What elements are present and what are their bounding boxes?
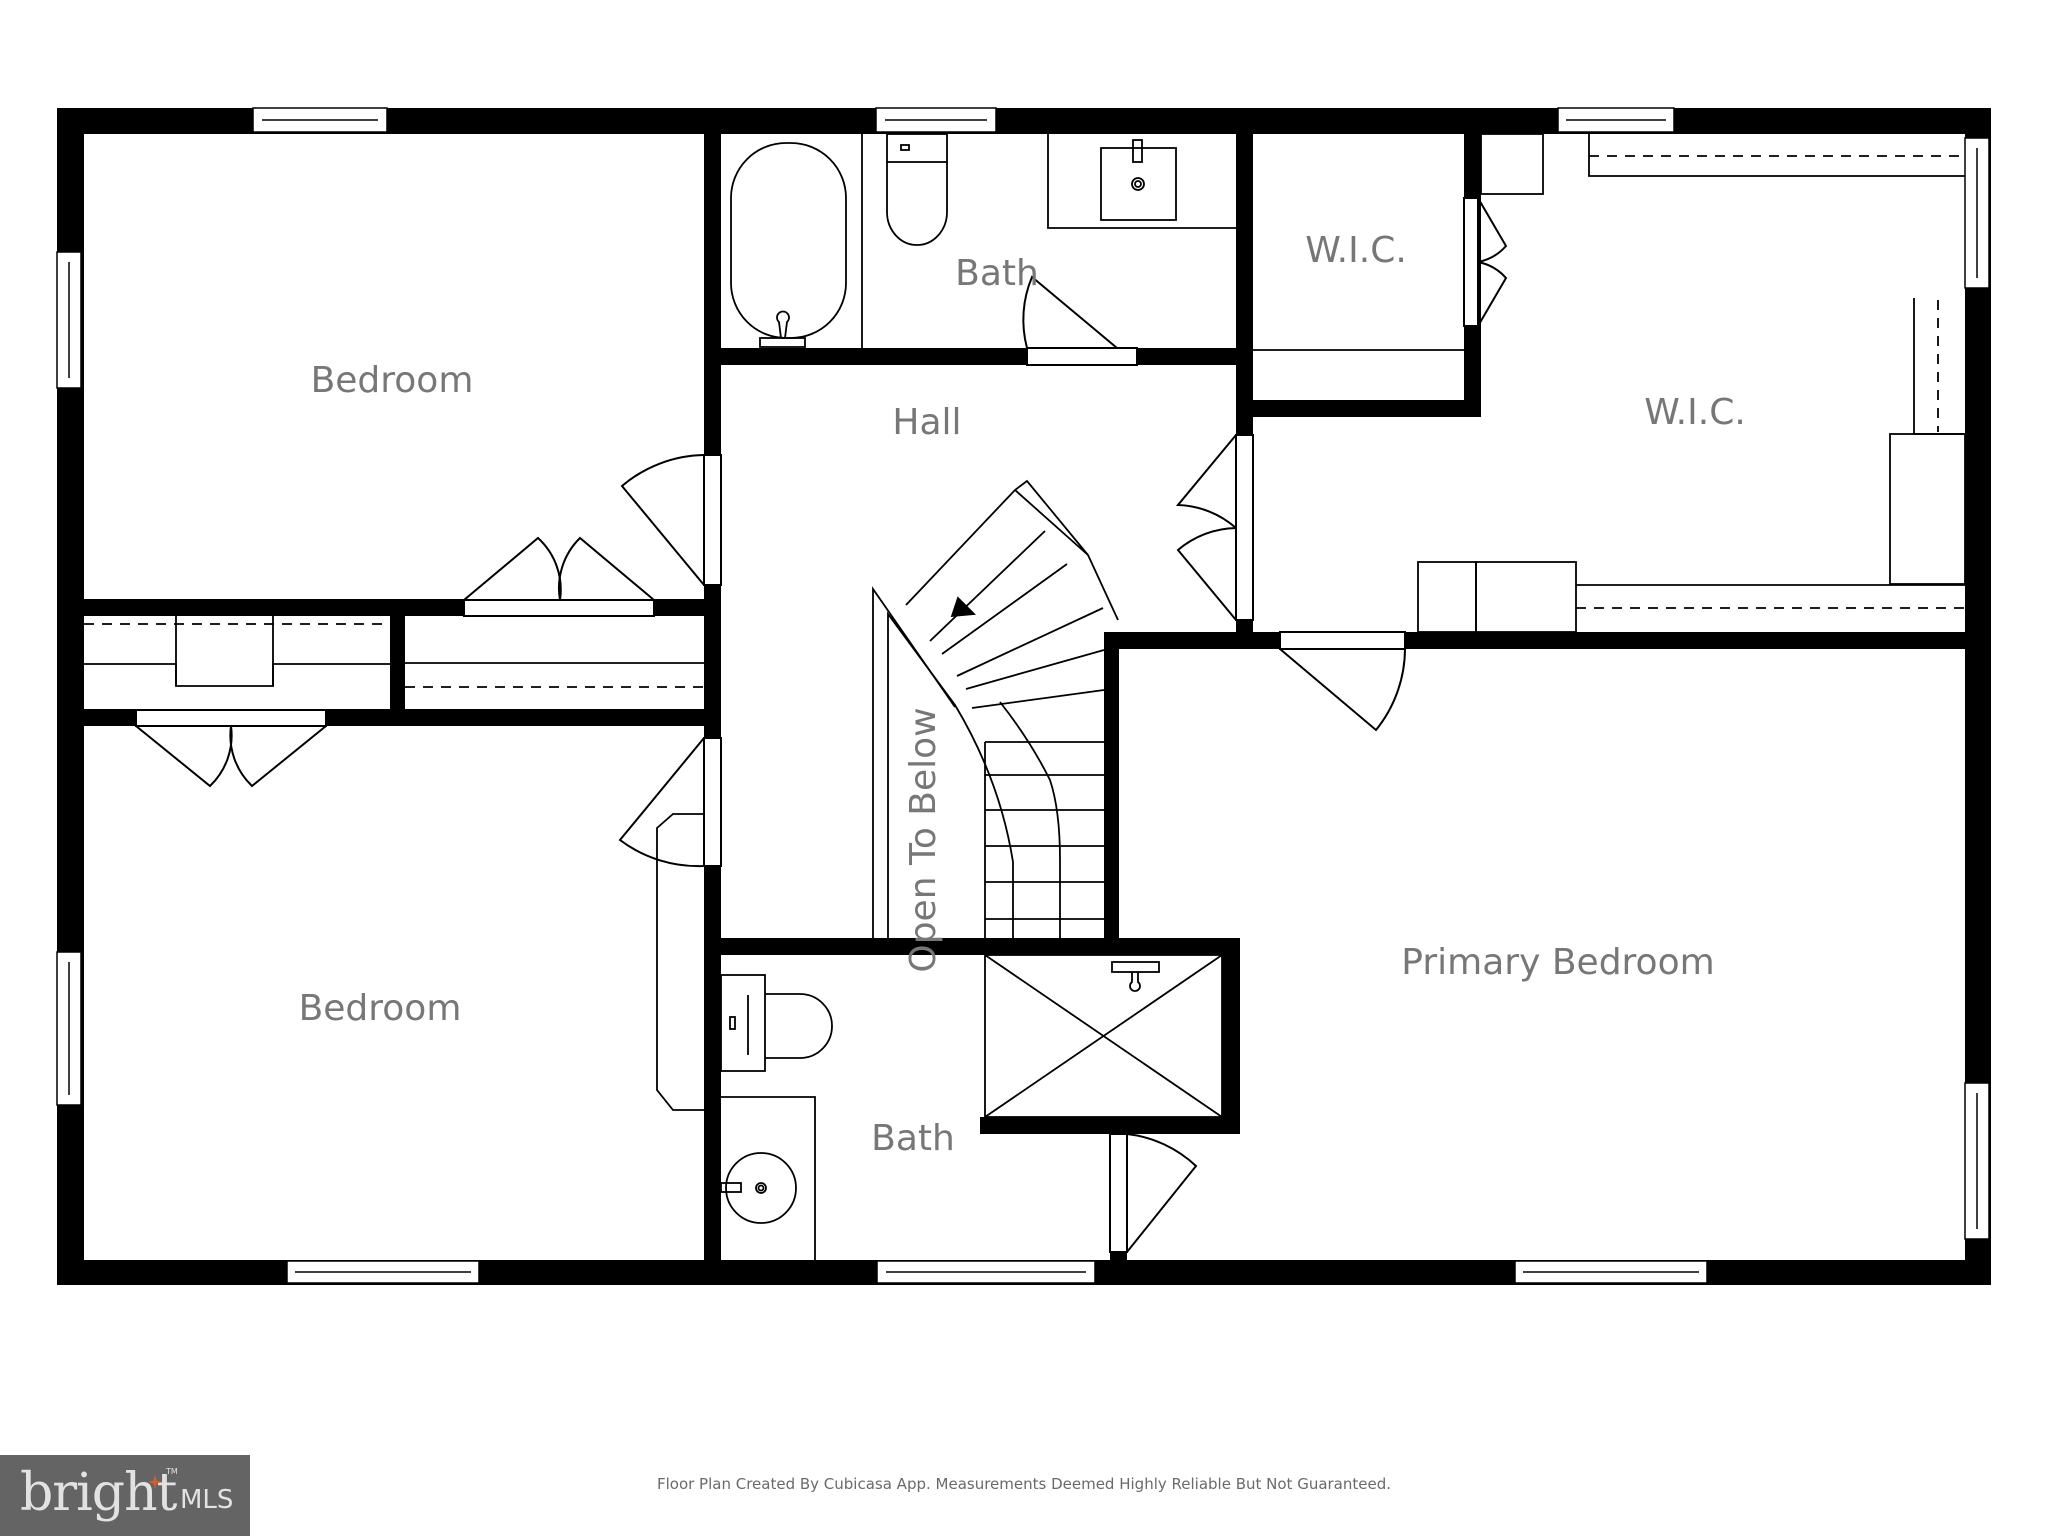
fixtures — [84, 133, 1966, 1260]
room-label-bedroom-nw: Bedroom — [311, 360, 474, 401]
room-label-wic-small: W.I.C. — [1305, 230, 1407, 271]
room-label-bath-bottom: Bath — [871, 1118, 955, 1159]
sparkle-icon — [148, 1475, 162, 1489]
bright-mls-logo: bright TM MLS — [0, 1455, 250, 1536]
room-label-bedroom-sw: Bedroom — [299, 988, 462, 1029]
disclaimer-text: Floor Plan Created By Cubicasa App. Meas… — [656, 1475, 1392, 1493]
doors — [135, 197, 1508, 1253]
room-label-primary-bedroom: Primary Bedroom — [1401, 942, 1714, 983]
logo-suffix: MLS — [180, 1485, 234, 1515]
room-labels: Bedroom Bath W.I.C. W.I.C. Hall Open To … — [299, 230, 1746, 1159]
logo-brand: bright — [20, 1463, 177, 1523]
room-label-wic-large: W.I.C. — [1644, 392, 1746, 433]
room-label-bath-top: Bath — [955, 253, 1039, 294]
room-label-hall: Hall — [892, 402, 961, 443]
room-label-open-to-below: Open To Below — [903, 707, 944, 972]
logo-trademark: TM — [166, 1467, 178, 1476]
windows — [56, 107, 1990, 1284]
